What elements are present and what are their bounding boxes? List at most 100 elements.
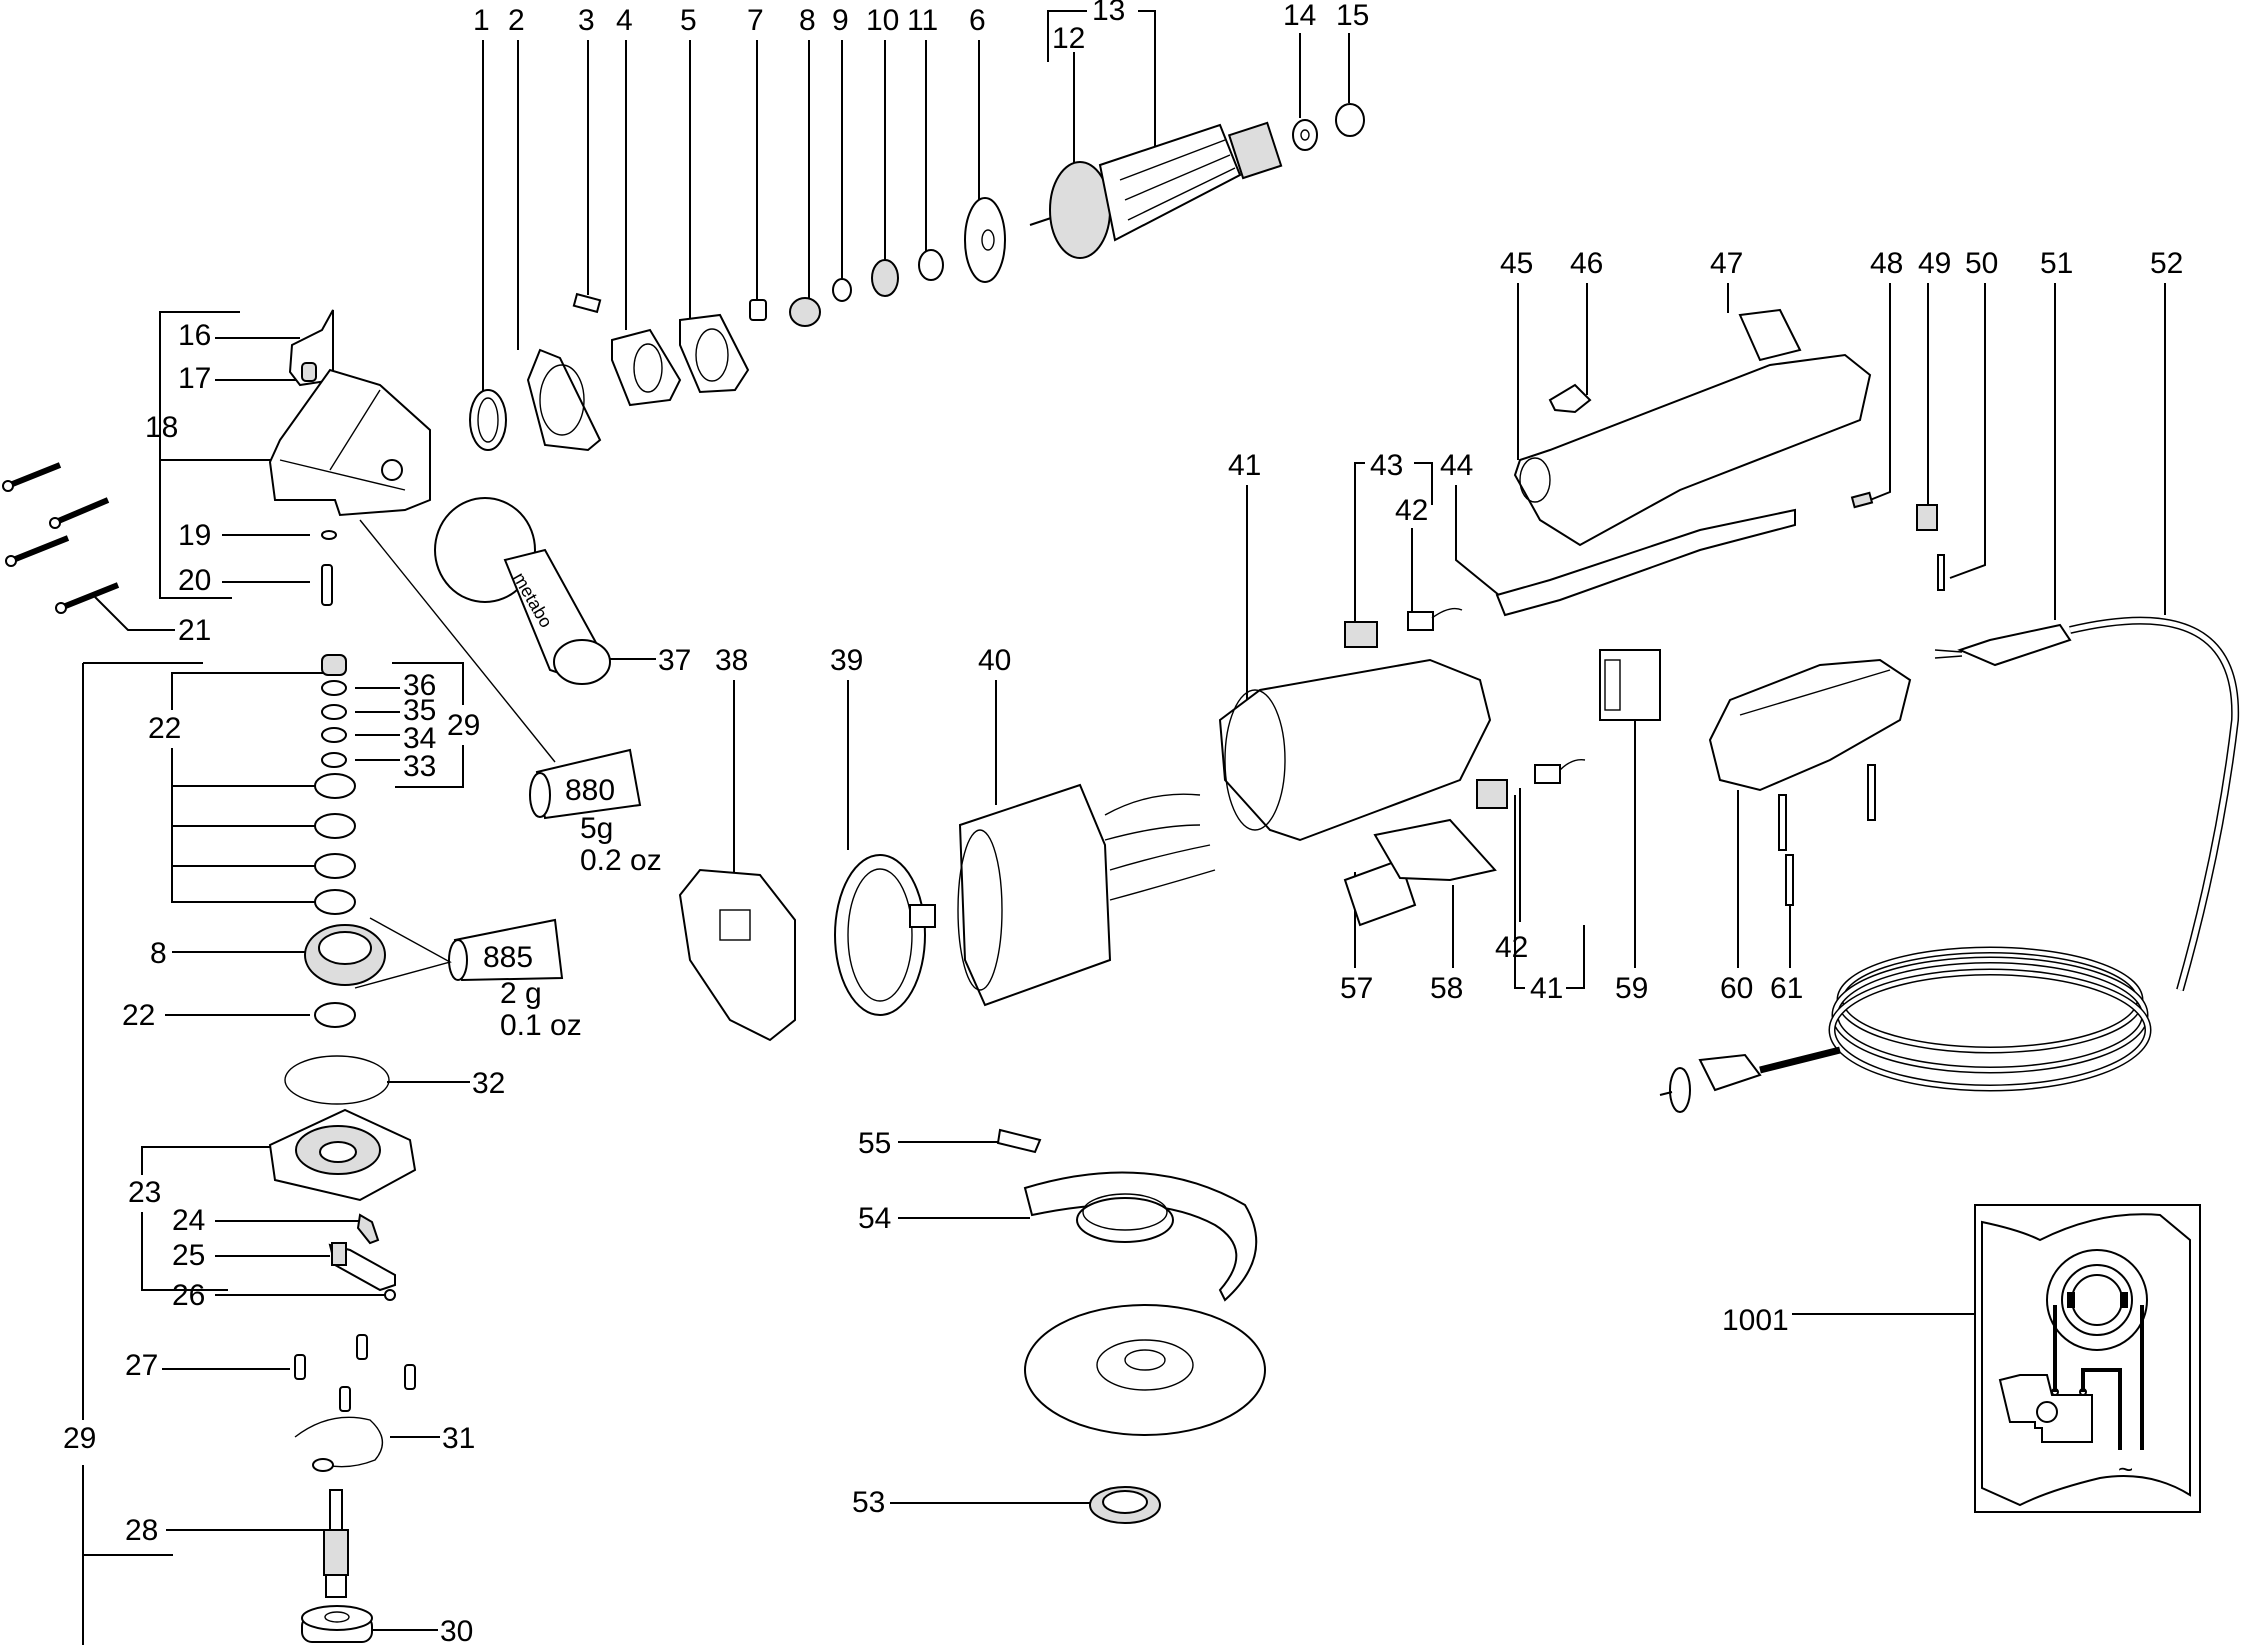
gear-head-callouts: 16 17 18 19 20 21 bbox=[94, 311, 310, 647]
part-bearing-top bbox=[321, 654, 347, 676]
part-15-bearing-ring bbox=[1335, 103, 1365, 137]
label-16: 16 bbox=[178, 319, 211, 352]
ac-symbol: ~ bbox=[2118, 1454, 2133, 1484]
part-51-cable-sleeve bbox=[1957, 623, 2072, 667]
spindle-stack-parts bbox=[304, 654, 386, 1028]
part-31-spring-wire bbox=[294, 1416, 383, 1468]
label-25: 25 bbox=[172, 1239, 205, 1272]
part-13-armature bbox=[1098, 123, 1242, 242]
grease-885: 885 2 g 0.1 oz bbox=[354, 917, 582, 1042]
part-34-ring bbox=[321, 727, 347, 743]
label-17: 17 bbox=[178, 362, 211, 395]
label-57: 57 bbox=[1340, 972, 1373, 1005]
top-row-parts bbox=[469, 103, 1365, 452]
top-row-callouts: 1 2 3 4 5 7 8 9 10 11 6 13 12 14 15 bbox=[473, 0, 1369, 410]
part-50-screw bbox=[1937, 554, 1945, 591]
label-5: 5 bbox=[680, 4, 697, 37]
label-6: 6 bbox=[969, 4, 986, 37]
power-cable bbox=[1659, 616, 2240, 1113]
part-19-ring bbox=[321, 530, 337, 540]
label-22b: 22 bbox=[122, 999, 155, 1032]
wiring-inset: 1001 ~ bbox=[1722, 1204, 2201, 1513]
part-7-screw bbox=[749, 299, 767, 321]
label-37: 37 bbox=[658, 644, 691, 677]
label-30: 30 bbox=[440, 1615, 473, 1645]
part-49-block bbox=[1916, 504, 1938, 531]
part-52-cable bbox=[2069, 616, 2240, 992]
stator-wire-4 bbox=[1109, 869, 1216, 901]
part-4-plate bbox=[611, 328, 682, 407]
part-39-ring bbox=[834, 854, 926, 1016]
label-12: 12 bbox=[1052, 22, 1085, 55]
label-11: 11 bbox=[907, 4, 938, 37]
label-23: 23 bbox=[128, 1176, 161, 1209]
label-48: 48 bbox=[1870, 247, 1903, 280]
label-44: 44 bbox=[1440, 449, 1473, 482]
commutator bbox=[1227, 121, 1283, 180]
label-14: 14 bbox=[1283, 0, 1316, 32]
label-9: 9 bbox=[832, 4, 849, 37]
grease-880: 880 5g 0.2 oz bbox=[529, 748, 662, 877]
rear-housing: 60 61 bbox=[1708, 658, 1912, 1005]
part-27-screws bbox=[294, 1334, 416, 1412]
label-31: 31 bbox=[442, 1422, 475, 1455]
label-1001: 1001 bbox=[1722, 1304, 1789, 1337]
part-32-gasket bbox=[284, 1055, 390, 1105]
label-24: 24 bbox=[172, 1204, 205, 1237]
label-50: 50 bbox=[1965, 247, 1998, 280]
side-handle: metabo 37 bbox=[434, 497, 691, 685]
label-28: 28 bbox=[125, 1514, 158, 1547]
part-12-fan-commutator bbox=[1049, 161, 1111, 259]
label-19: 19 bbox=[178, 519, 211, 552]
label-18: 18 bbox=[145, 411, 178, 444]
part-22-washer-b bbox=[314, 813, 356, 839]
label-7: 7 bbox=[747, 4, 764, 37]
label-36: 36 bbox=[403, 669, 436, 702]
part-11-sleeve bbox=[918, 249, 944, 281]
part-36-ring bbox=[321, 680, 347, 696]
part-44-switch-rod bbox=[1495, 508, 1796, 617]
grease-880-weight-oz: 0.2 oz bbox=[580, 844, 662, 877]
label-33: 33 bbox=[403, 750, 436, 783]
label-40: 40 bbox=[978, 644, 1011, 677]
label-41: 41 bbox=[1228, 449, 1261, 482]
label-43: 43 bbox=[1370, 449, 1403, 482]
label-1: 1 bbox=[473, 4, 490, 37]
spindle-stack-callouts: 29 22 36 35 34 33 29 8 22 bbox=[63, 662, 480, 1645]
label-41b: 41 bbox=[1530, 972, 1563, 1005]
plug bbox=[1698, 1053, 1762, 1092]
stator-wire-2 bbox=[1104, 824, 1201, 841]
part-35-ring bbox=[321, 704, 347, 720]
part-22-washer-a bbox=[314, 773, 356, 799]
handle-callouts: 45 46 47 48 49 50 51 52 bbox=[1500, 247, 2183, 620]
part-37-handle-base bbox=[434, 497, 536, 603]
gear-head-parts bbox=[2, 309, 556, 763]
grease-880-weight: 5g bbox=[580, 812, 613, 845]
label-47: 47 bbox=[1710, 247, 1743, 280]
part-58-label bbox=[1373, 818, 1497, 882]
label-26: 26 bbox=[172, 1279, 205, 1312]
label-46: 46 bbox=[1570, 247, 1603, 280]
part-9-washer bbox=[832, 278, 852, 302]
part-10-bearing bbox=[871, 259, 899, 297]
label-38: 38 bbox=[715, 644, 748, 677]
label-2: 2 bbox=[508, 4, 525, 37]
label-20: 20 bbox=[178, 564, 211, 597]
part-42-carbon-brush bbox=[1407, 611, 1434, 631]
part-26-ring bbox=[384, 1289, 396, 1301]
label-8b: 8 bbox=[150, 937, 167, 970]
label-42: 42 bbox=[1395, 494, 1428, 527]
part-33-ring bbox=[321, 752, 347, 768]
label-29: 29 bbox=[447, 709, 480, 742]
label-3: 3 bbox=[578, 4, 595, 37]
label-42b: 42 bbox=[1495, 931, 1528, 964]
part-42-brush bbox=[1534, 764, 1561, 784]
stator-wire-3 bbox=[1109, 844, 1211, 871]
motor-parts bbox=[678, 658, 1497, 1042]
part-46-button bbox=[1548, 383, 1592, 414]
label-51: 51 bbox=[2040, 247, 2073, 280]
part-20-pin bbox=[321, 564, 333, 606]
label-35: 35 bbox=[403, 694, 436, 727]
lower-gear-parts bbox=[268, 1108, 417, 1643]
